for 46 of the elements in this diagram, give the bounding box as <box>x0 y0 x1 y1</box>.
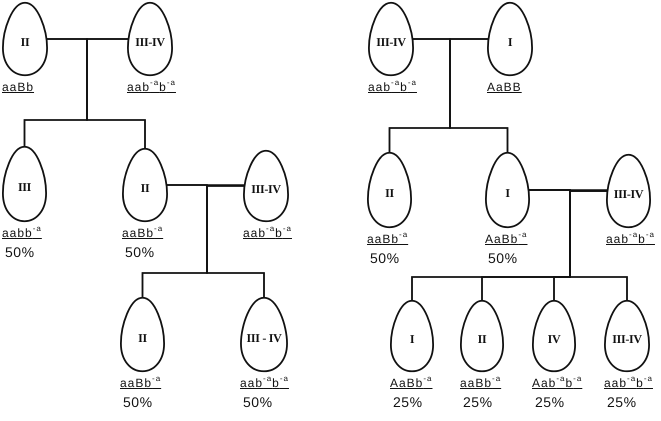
roman-numeral: III-IV <box>376 36 406 48</box>
genotype-label: aaBb$^{-a}$ <box>122 226 164 241</box>
genotype-label: aabb$^{-a}$ <box>2 226 42 241</box>
roman-numeral: I <box>410 332 414 345</box>
genotype-label: AaBB <box>487 80 522 95</box>
roman-numeral: II <box>385 187 394 200</box>
roman-numeral: II <box>138 332 147 344</box>
roman-numeral: III-IV <box>251 182 281 195</box>
roman-numeral: III <box>18 181 32 194</box>
genotype-label: aaBb$^{-a}$ <box>367 232 408 247</box>
roman-numeral: III-IV <box>614 188 644 200</box>
percentage-label: 50% <box>125 244 155 261</box>
roman-numeral: IV <box>548 332 560 345</box>
roman-numeral: II <box>478 332 486 345</box>
percentage-label: 25% <box>393 394 423 411</box>
genotype-label: aab$^{-a}$b$^{-a}$ <box>240 376 289 391</box>
percentage-label: 25% <box>607 394 637 411</box>
roman-numeral: III-IV <box>135 36 165 48</box>
genotype-label: aaBb <box>2 80 34 95</box>
roman-numeral: I <box>505 187 510 200</box>
genotype-label: aab$^{-a}$b$^{-a}$ <box>604 376 653 391</box>
percentage-label: 25% <box>463 394 493 411</box>
percentage-label: 50% <box>5 244 35 261</box>
percentage-label: 50% <box>123 394 153 411</box>
genotype-label: aab$^{-a}$b$^{-a}$ <box>368 80 417 95</box>
genotype-label: aab$^{-a}$b$^{-a}$ <box>243 226 292 241</box>
genotype-label: aab$^{-a}$b$^{-a}$ <box>127 80 176 95</box>
percentage-label: 25% <box>535 394 565 411</box>
roman-numeral: I <box>508 36 512 48</box>
percentage-label: 50% <box>243 394 273 411</box>
percentage-label: 50% <box>488 250 518 267</box>
connector-line <box>86 38 146 149</box>
connector-line <box>569 190 628 301</box>
genotype-label: aab$^{-a}$b$^{-a}$ <box>606 232 655 247</box>
genotype-label: aaBb$^{-a}$ <box>460 376 502 391</box>
connector-line <box>449 38 508 153</box>
roman-numeral: III - IV <box>246 332 282 344</box>
percentage-label: 50% <box>370 250 400 267</box>
roman-numeral: II <box>20 36 30 48</box>
connector-line <box>206 185 265 298</box>
genotype-label: Aab$^{-a}$b$^{-a}$ <box>532 376 582 391</box>
genotype-label: AaBb$^{-a}$ <box>485 232 528 247</box>
roman-numeral: III-IV <box>612 332 642 345</box>
genotype-label: AaBb$^{-a}$ <box>390 376 432 391</box>
genotype-label: aaBb$^{-a}$ <box>120 376 162 391</box>
roman-numeral: II <box>140 182 150 194</box>
